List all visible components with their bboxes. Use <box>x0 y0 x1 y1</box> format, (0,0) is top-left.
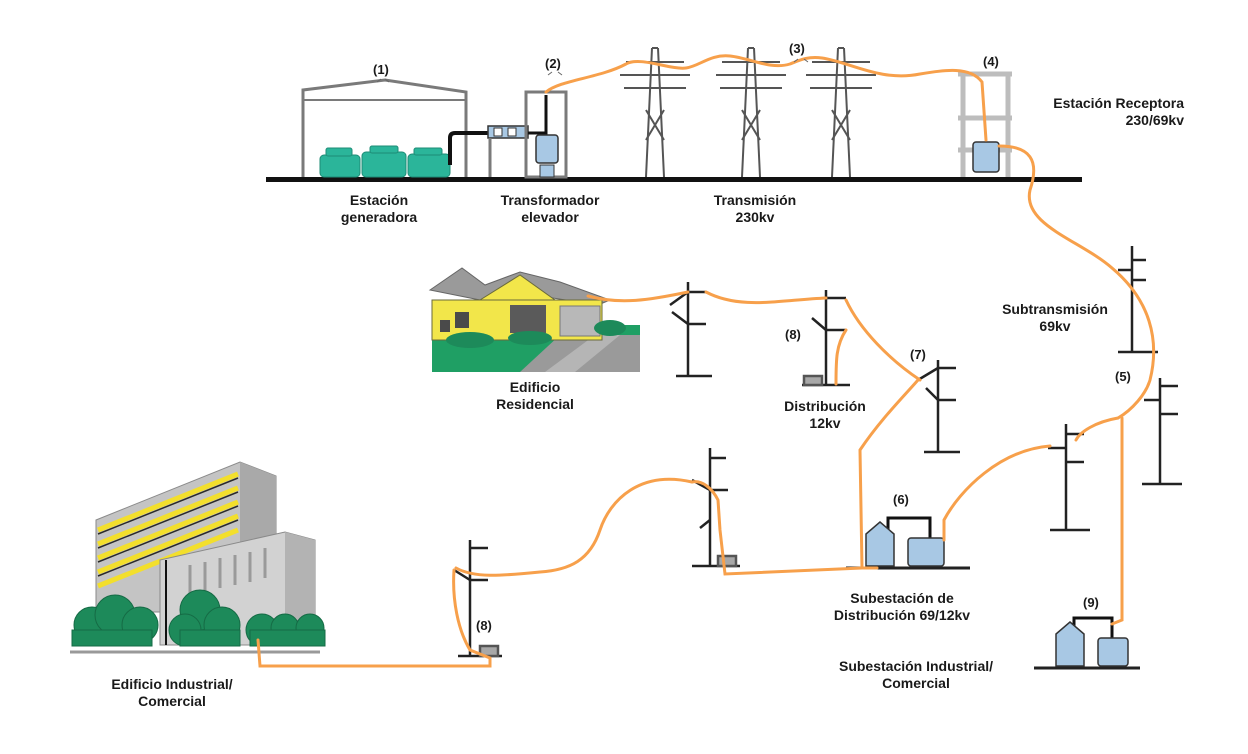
label-number-4: (4) <box>983 54 999 69</box>
label-receiving-station: Estación Receptora 230/69kv <box>1020 95 1184 129</box>
label-number-6: (6) <box>893 492 909 507</box>
label-number-8-lower: (8) <box>476 618 492 633</box>
tower-icon <box>716 47 786 178</box>
tree-icon <box>71 589 326 647</box>
label-number-8-upper: (8) <box>785 327 801 342</box>
label-line: Edificio <box>509 379 561 395</box>
label-line: Estación Receptora <box>1053 95 1184 111</box>
label-line: generadora <box>340 209 418 225</box>
pole-icon <box>917 360 960 454</box>
pole-icon <box>1142 378 1182 486</box>
label-line: 230kv <box>735 209 775 225</box>
pole-icon <box>669 282 712 378</box>
transformer-icon <box>972 141 1000 173</box>
generator-icon <box>319 145 451 178</box>
label-number-5: (5) <box>1115 369 1131 384</box>
receiving-station <box>958 71 1012 177</box>
pole-icon <box>802 290 850 387</box>
label-line: 12kv <box>809 415 841 431</box>
power-lines <box>256 54 1156 668</box>
label-line: Transformador <box>500 192 600 208</box>
label-line: Comercial <box>138 693 206 709</box>
step-up-transformer <box>487 90 568 179</box>
label-line: Subestación de <box>850 590 954 606</box>
label-line: Subtransmisión <box>1002 301 1108 317</box>
pole-icon <box>691 448 740 568</box>
label-number-3: (3) <box>789 41 805 56</box>
label-line: Residencial <box>496 396 574 412</box>
pole-icon <box>1048 424 1090 532</box>
ground-line <box>266 177 1082 182</box>
industrial-substation <box>1034 616 1140 670</box>
label-line: Subestación Industrial/ <box>838 658 994 674</box>
label-number-7: (7) <box>910 347 926 362</box>
label-number-9: (9) <box>1083 595 1099 610</box>
transformer-icon <box>1055 621 1129 667</box>
label-line: elevador <box>521 209 579 225</box>
transformer-icon <box>535 134 559 178</box>
label-line: Edificio Industrial/ <box>111 676 233 692</box>
pole-icon <box>453 540 502 658</box>
transformer-icon <box>865 521 945 567</box>
transmission-towers <box>620 47 876 178</box>
label-number-1: (1) <box>373 62 389 77</box>
generating-station <box>301 78 505 178</box>
label-line: 69kv <box>1039 318 1071 334</box>
label-industrial-building: Edificio Industrial/ Comercial <box>96 676 248 710</box>
label-line: Distribución 69/12kv <box>833 607 971 623</box>
label-line: Estación <box>349 192 409 208</box>
house-icon <box>428 267 640 372</box>
label-line: 230/69kv <box>1125 112 1184 128</box>
label-line: Distribución <box>784 398 866 414</box>
label-distribution-substation: Subestación de Distribución 69/12kv <box>816 590 988 624</box>
callout-ticks <box>376 58 809 83</box>
tower-icon <box>620 47 690 178</box>
tower-icon <box>806 47 876 178</box>
distribution-substation <box>846 516 970 570</box>
label-line: Comercial <box>882 675 950 691</box>
pole-icon <box>1118 246 1158 354</box>
label-step-up-transformer: Transformador elevador <box>488 192 612 226</box>
label-transmission: Transmisión 230kv <box>700 192 810 226</box>
label-generating-station: Estación generadora <box>324 192 434 226</box>
label-residential-building: Edificio Residencial <box>480 379 590 413</box>
label-subtransmission: Subtransmisión 69kv <box>990 301 1120 335</box>
building-icon <box>70 461 326 654</box>
label-line: Transmisión <box>713 192 797 208</box>
label-number-2: (2) <box>545 56 561 71</box>
label-industrial-substation: Subestación Industrial/ Comercial <box>824 658 1008 692</box>
label-distribution: Distribución 12kv <box>770 398 880 432</box>
